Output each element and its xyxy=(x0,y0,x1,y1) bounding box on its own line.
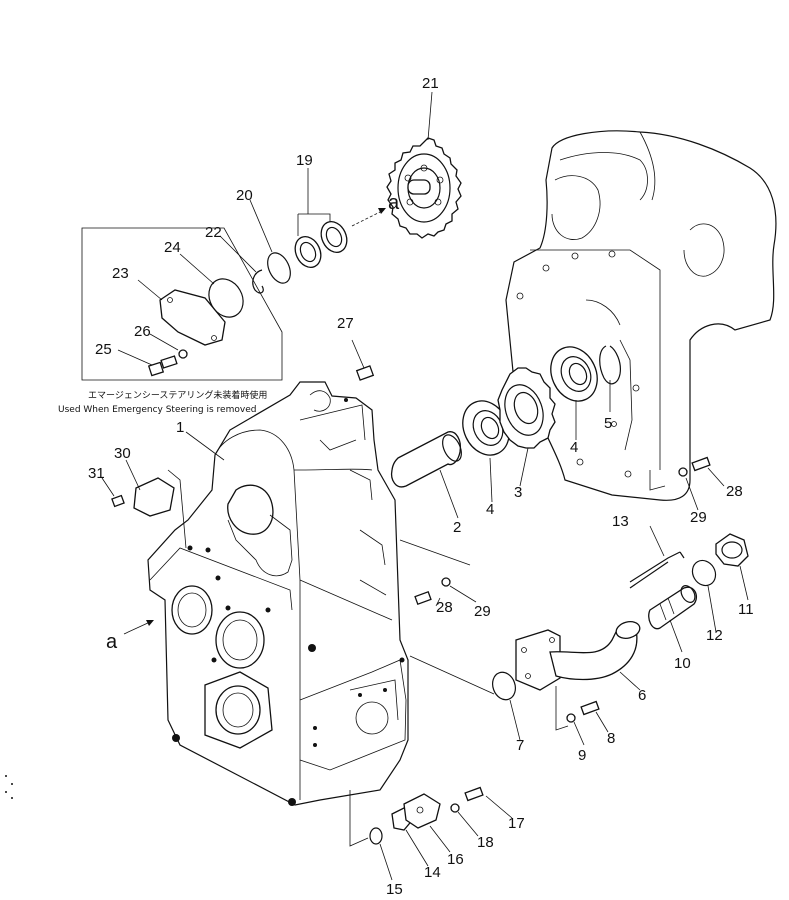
part-4-bearing-right xyxy=(550,346,598,402)
label-part-4-left: 4 xyxy=(486,501,494,518)
part-7-o-ring xyxy=(492,671,516,701)
label-part-28-center: 28 xyxy=(436,599,453,616)
part-17-bolt xyxy=(464,786,484,802)
part-11-filler-cap xyxy=(715,533,749,567)
label-part-4-right: 4 xyxy=(570,439,578,456)
part-10-strainer xyxy=(648,585,698,630)
part-8-bolt xyxy=(580,700,600,716)
part-5-snap-ring xyxy=(599,345,621,385)
arrow-label-a-left: a xyxy=(106,631,118,653)
engine-housing xyxy=(505,130,777,501)
label-part-13: 13 xyxy=(612,513,629,530)
part-26-washer xyxy=(178,349,188,359)
part-27-pin xyxy=(351,339,375,381)
label-part-30: 30 xyxy=(114,445,131,462)
leader-case-15 xyxy=(349,790,369,847)
leader-case-29 xyxy=(399,539,471,566)
part-19-bearing-pair xyxy=(294,220,348,269)
optional-parts-callout-box xyxy=(81,227,283,381)
part-24-o-ring xyxy=(208,278,244,318)
label-part-7: 7 xyxy=(516,737,524,754)
label-part-8: 8 xyxy=(607,730,615,747)
part-2-shaft xyxy=(390,431,462,488)
part-12-o-ring xyxy=(691,559,717,587)
label-part-24: 24 xyxy=(164,239,181,256)
label-part-1: 1 xyxy=(176,419,184,436)
label-part-18: 18 xyxy=(477,834,494,851)
part-6-filler-pipe xyxy=(515,621,641,691)
arrow-a-upper xyxy=(351,208,386,227)
part-30-cover-plate xyxy=(133,477,175,517)
label-part-5: 5 xyxy=(604,415,612,432)
part-22-snap-ring xyxy=(252,269,264,294)
part-31-bolt xyxy=(111,494,125,508)
label-part-28-right: 28 xyxy=(726,483,743,500)
arrow-label-a-upper: a xyxy=(388,192,400,214)
part-20-ring xyxy=(267,252,291,284)
label-part-9: 9 xyxy=(578,747,586,764)
label-part-22: 22 xyxy=(205,224,222,241)
part-16-drain-cover xyxy=(403,793,441,829)
label-part-14: 14 xyxy=(424,864,441,881)
part-29-washer-right xyxy=(678,467,688,477)
label-part-29-center: 29 xyxy=(474,603,491,620)
part-28-bolt-right xyxy=(691,456,711,472)
part-25-bolt xyxy=(147,355,178,377)
part-21-gear xyxy=(386,137,462,239)
note-english: Used When Emergency Steering is removed xyxy=(58,405,256,415)
label-part-29-right: 29 xyxy=(690,509,707,526)
part-15-o-ring xyxy=(369,827,383,845)
part-30-leader xyxy=(167,469,187,549)
transmission-case xyxy=(147,381,409,806)
label-part-21: 21 xyxy=(422,75,439,92)
arrow-a-left xyxy=(123,620,154,635)
leader-case-7 xyxy=(409,655,495,695)
leader-6-9 xyxy=(555,686,569,731)
part-29-washer-center xyxy=(441,577,451,587)
leader-lines xyxy=(101,91,749,881)
part-28-bolt-center xyxy=(414,591,432,605)
label-part-26: 26 xyxy=(134,323,151,340)
label-part-16: 16 xyxy=(447,851,464,868)
label-part-15: 15 xyxy=(386,881,403,898)
label-part-12: 12 xyxy=(706,627,723,644)
part-9-washer xyxy=(566,713,576,723)
label-part-11: 11 xyxy=(738,601,754,618)
part-3-gear xyxy=(497,367,556,449)
label-part-10: 10 xyxy=(674,655,691,672)
part-18-washer xyxy=(450,803,460,813)
label-part-31: 31 xyxy=(88,465,105,482)
part-23-cover-plate xyxy=(159,289,226,346)
label-part-17: 17 xyxy=(508,815,525,832)
label-part-25: 25 xyxy=(95,341,112,358)
label-part-23: 23 xyxy=(112,265,129,282)
label-part-19: 19 xyxy=(296,152,313,169)
note-japanese: エマージェンシーステアリング未装着時使用 xyxy=(88,389,267,401)
label-part-3: 3 xyxy=(514,484,522,501)
part-13-dipstick xyxy=(629,551,685,589)
label-part-6: 6 xyxy=(638,687,646,704)
label-part-20: 20 xyxy=(236,187,253,204)
label-part-2: 2 xyxy=(453,519,461,536)
margin-specks xyxy=(5,775,13,799)
label-part-27: 27 xyxy=(337,315,354,332)
